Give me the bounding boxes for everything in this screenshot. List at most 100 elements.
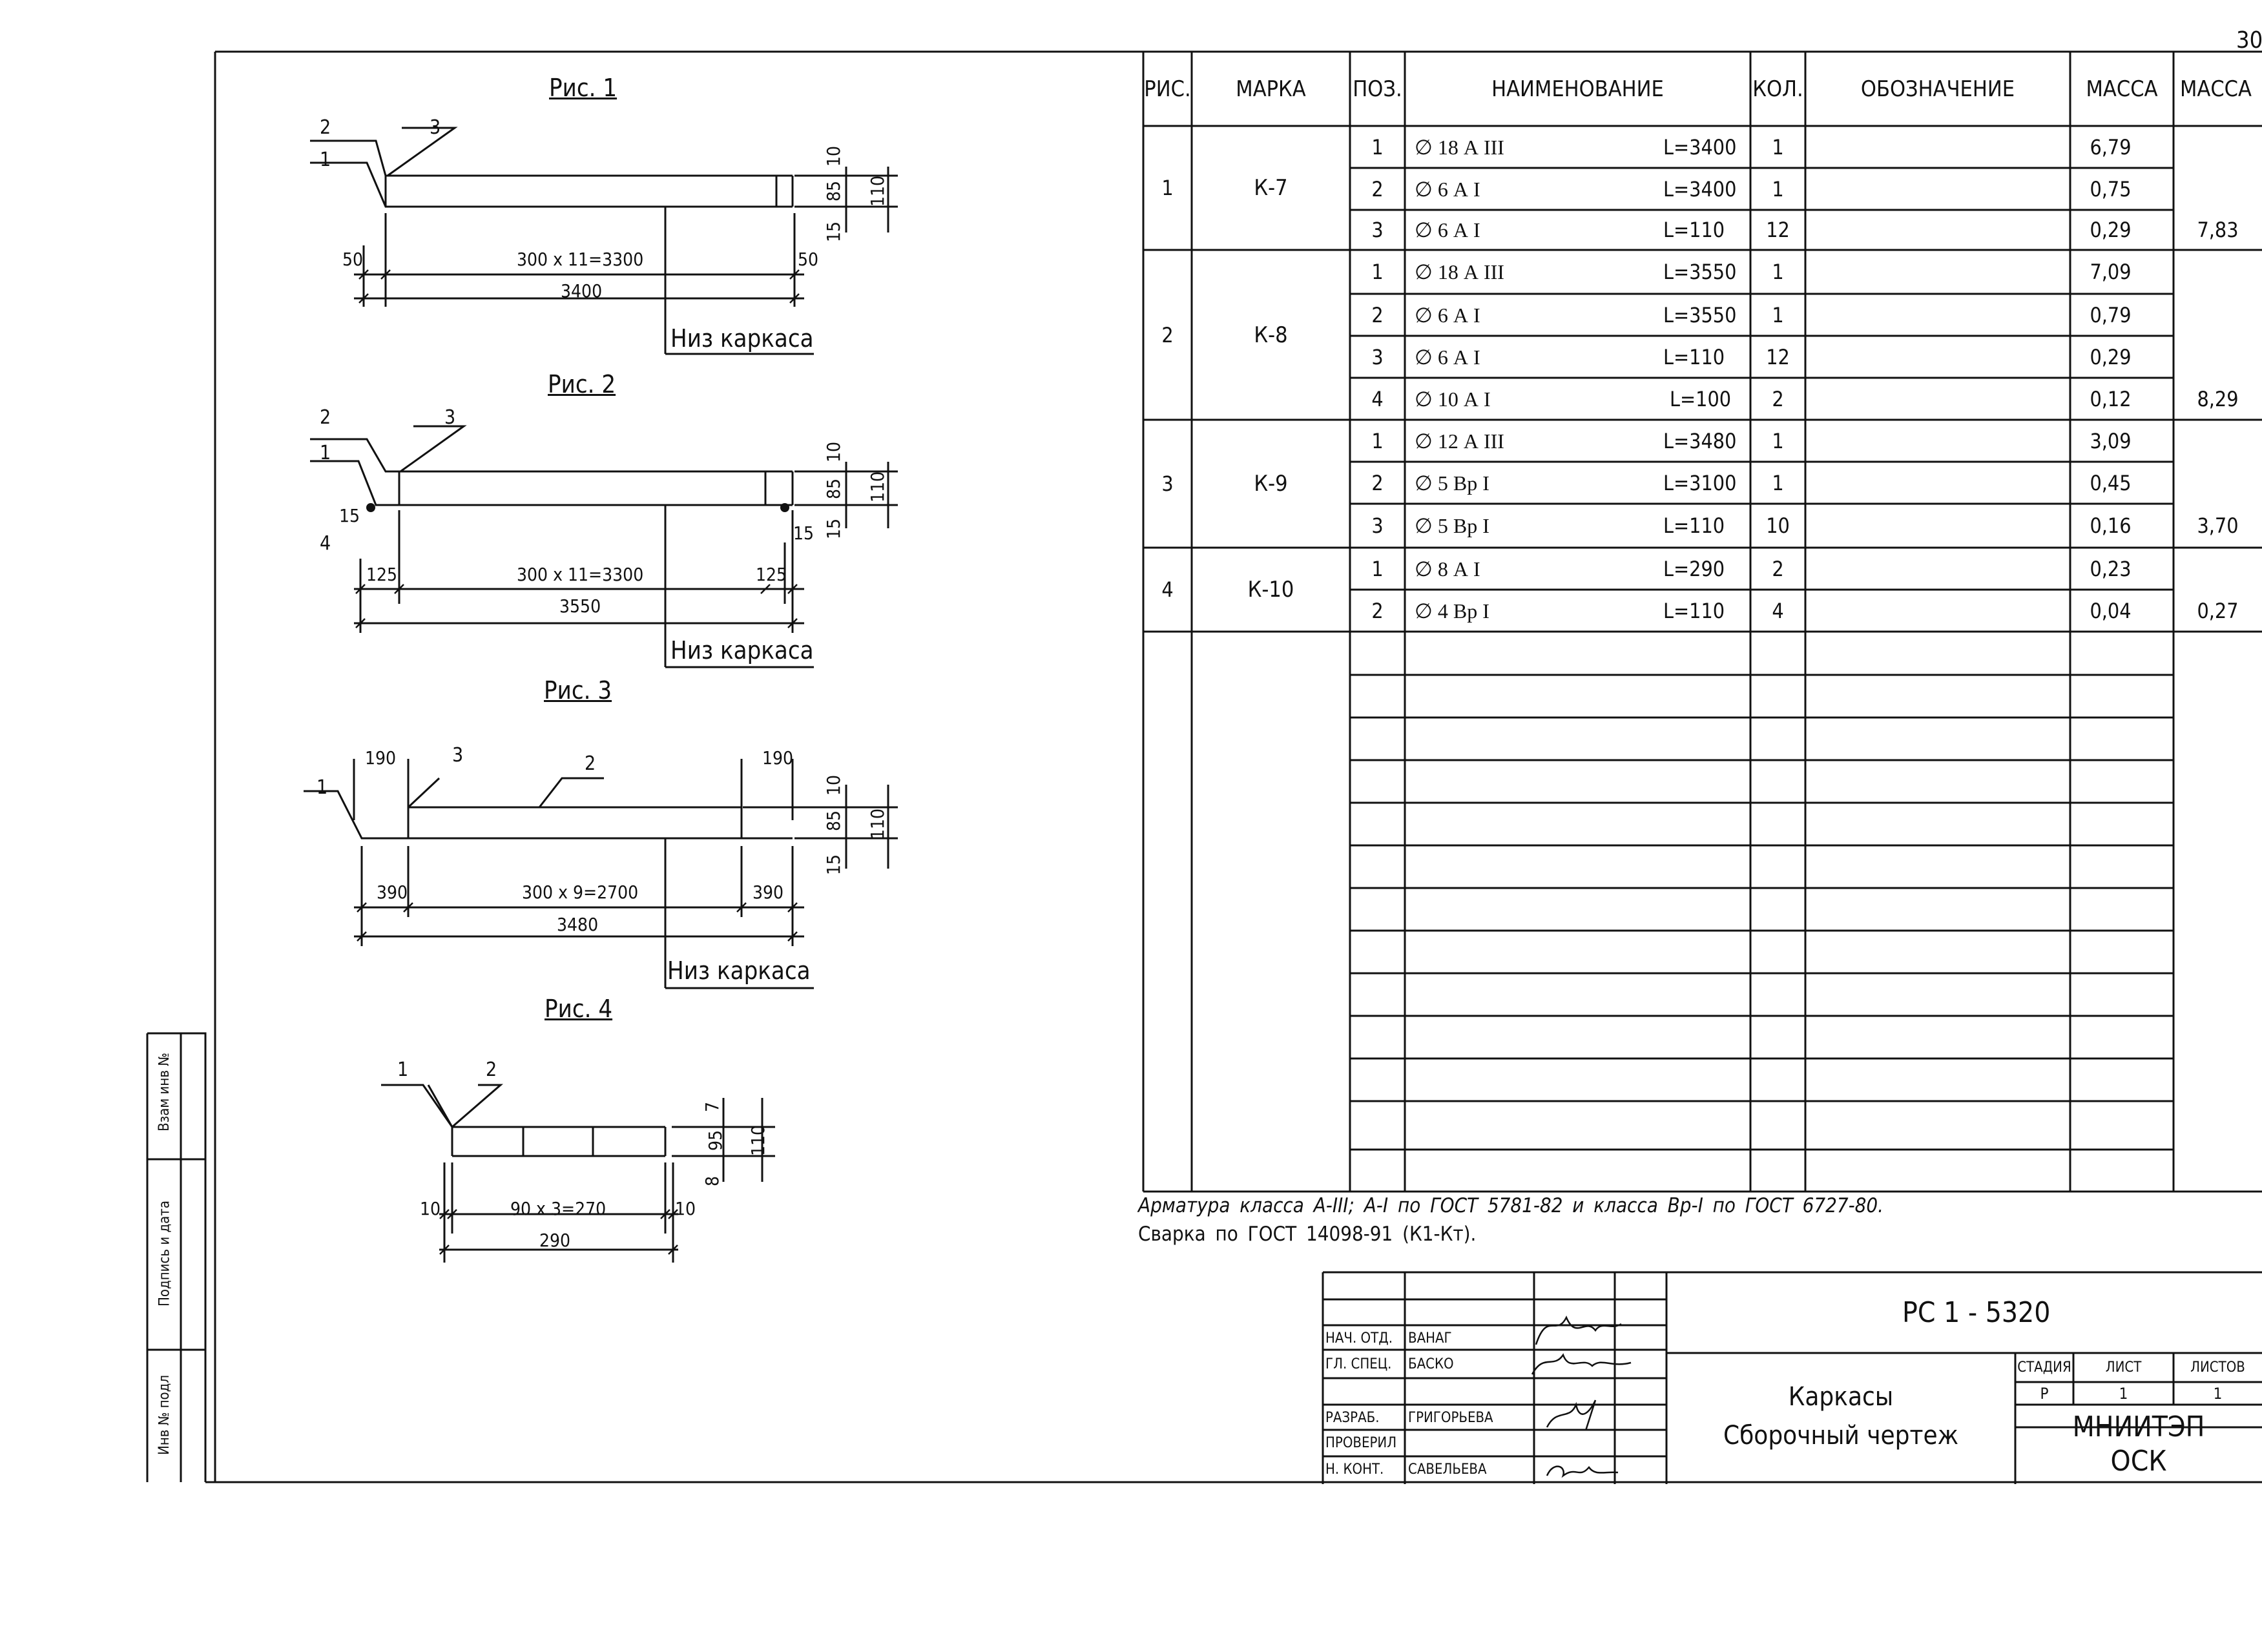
tb-role-3: РАЗРАБ. bbox=[1325, 1410, 1380, 1426]
tb-name-0: ВАНАГ bbox=[1408, 1330, 1452, 1347]
fig3-pos-b: 3 bbox=[452, 744, 464, 767]
tb-name-1: БАСКО bbox=[1408, 1356, 1454, 1372]
fig2-pos-a: 2 bbox=[320, 406, 331, 429]
fig1-pos-c: 3 bbox=[430, 116, 441, 139]
fig2-title: Рис. 2 bbox=[548, 370, 616, 398]
tb-role-4: ПРОВЕРИЛ bbox=[1325, 1435, 1397, 1451]
organization-line1: МНИИТЭП bbox=[2072, 1410, 2205, 1443]
table-row-name: ∅ 12 А III bbox=[1415, 429, 1504, 453]
fig2-pos-b: 1 bbox=[320, 442, 331, 464]
stage-value: Р bbox=[2040, 1384, 2049, 1403]
table-row-pos: 1 bbox=[1371, 260, 1384, 284]
group2-total: 8,29 bbox=[2197, 386, 2239, 411]
table-row-pos: 2 bbox=[1371, 176, 1384, 201]
tb-name-3: ГРИГОРЬЕВА bbox=[1408, 1410, 1493, 1426]
fig1-left-off: 50 bbox=[342, 249, 364, 270]
table-row-qty: 2 bbox=[1772, 556, 1784, 581]
table-row-mass: 0,04 bbox=[2090, 598, 2132, 623]
fig3-top-right: 190 bbox=[762, 747, 794, 769]
fig1-span: 300 x 11=3300 bbox=[517, 249, 644, 270]
note-welding: Сварка по ГОСТ 14098-91 (К1-Кт). bbox=[1138, 1223, 1477, 1246]
table-row-qty: 2 bbox=[1772, 386, 1784, 411]
group2-mark: К-8 bbox=[1254, 322, 1288, 348]
drawing-title-line1: Каркасы bbox=[1788, 1382, 1894, 1412]
table-row-mass: 0,23 bbox=[2090, 556, 2132, 581]
table-row-pos: 2 bbox=[1371, 470, 1384, 495]
fig2-end-right: 15 bbox=[793, 522, 815, 544]
group4-fig: 4 bbox=[1161, 577, 1174, 602]
sheets-label: ЛИСТОВ bbox=[2190, 1359, 2245, 1376]
table-row-mass: 3,09 bbox=[2090, 428, 2132, 453]
fig2-right-off: 125 bbox=[756, 564, 787, 585]
fig3-pos-a: 1 bbox=[316, 776, 328, 799]
sheets-value: 1 bbox=[2213, 1384, 2223, 1403]
table-row-mass: 6,79 bbox=[2090, 134, 2132, 160]
tb-role-5: Н. КОНТ. bbox=[1325, 1461, 1384, 1478]
fig4-right-off: 10 bbox=[675, 1198, 696, 1219]
fig1-pos-a: 2 bbox=[320, 116, 331, 139]
table-row-length: L=110 bbox=[1663, 218, 1725, 242]
spec-header-fig: РИС. bbox=[1144, 76, 1191, 102]
table-row-length: L=3550 bbox=[1663, 302, 1737, 327]
fig2-span: 300 x 11=3300 bbox=[517, 564, 644, 585]
fig2-end-left: 15 bbox=[339, 505, 360, 526]
table-row-pos: 4 bbox=[1371, 386, 1384, 411]
group1-mark: К-7 bbox=[1254, 175, 1288, 201]
table-row-length: L=3400 bbox=[1663, 176, 1737, 201]
tb-name-5: САВЕЛЬЕВА bbox=[1408, 1461, 1487, 1478]
table-row-mass: 0,79 bbox=[2090, 302, 2132, 327]
table-row-mass: 0,29 bbox=[2090, 218, 2132, 242]
table-row-length: L=3480 bbox=[1663, 428, 1737, 453]
table-row-qty: 10 bbox=[1766, 513, 1790, 538]
sheet-value: 1 bbox=[2119, 1384, 2128, 1403]
fig3-pos-c: 2 bbox=[585, 752, 596, 775]
fig3-length: 3480 bbox=[557, 914, 599, 935]
table-row-length: L=110 bbox=[1663, 513, 1725, 538]
table-row-name: ∅ 6 А I bbox=[1415, 345, 1480, 369]
table-row-qty: 1 bbox=[1772, 428, 1784, 453]
signature-vanag bbox=[1535, 1316, 1622, 1345]
table-row-length: L=110 bbox=[1663, 344, 1725, 369]
fig2-pos-d: 4 bbox=[320, 532, 331, 555]
table-row-qty: 4 bbox=[1772, 598, 1784, 623]
table-row-mass: 0,29 bbox=[2090, 344, 2132, 369]
table-row-mass: 0,45 bbox=[2090, 470, 2132, 495]
page-number: 30 bbox=[2236, 27, 2262, 54]
fig1-length: 3400 bbox=[561, 280, 603, 302]
fig2-bottom-label: Низ каркаса bbox=[670, 636, 814, 665]
fig2-pos-c: 3 bbox=[444, 406, 456, 429]
fig4-span: 90 x 3=270 bbox=[510, 1198, 607, 1219]
table-row-pos: 3 bbox=[1371, 344, 1384, 369]
fig3-top-left: 190 bbox=[365, 747, 397, 769]
fig3-span: 300 x 9=2700 bbox=[522, 882, 639, 903]
organization-line2: ОСК bbox=[2110, 1445, 2167, 1478]
fig2-left-off: 125 bbox=[366, 564, 398, 585]
group3-mark: К-9 bbox=[1254, 471, 1288, 497]
group1-fig: 1 bbox=[1161, 176, 1174, 200]
table-row-length: L=110 bbox=[1663, 598, 1725, 623]
table-row-qty: 1 bbox=[1772, 302, 1784, 327]
stage-label: СТАДИЯ bbox=[2017, 1359, 2071, 1376]
drawing-title-line2: Сборочный чертеж bbox=[1723, 1421, 1959, 1451]
table-row-pos: 1 bbox=[1371, 428, 1384, 453]
table-row-length: L=3400 bbox=[1663, 134, 1737, 160]
table-row-mass: 7,09 bbox=[2090, 260, 2132, 284]
table-row-length: L=3550 bbox=[1663, 260, 1737, 284]
spec-header-mass-total: МАССА bbox=[2180, 76, 2252, 102]
table-row-pos: 2 bbox=[1371, 598, 1384, 623]
fig4-pos-a: 1 bbox=[397, 1058, 409, 1081]
table-row-pos: 2 bbox=[1371, 302, 1384, 327]
table-row-mass: 0,12 bbox=[2090, 386, 2132, 411]
table-row-name: ∅ 5 Вр I bbox=[1415, 514, 1489, 537]
fig4-pos-b: 2 bbox=[486, 1058, 497, 1081]
fig1-bottom-label: Низ каркаса bbox=[670, 324, 814, 353]
group3-fig: 3 bbox=[1161, 471, 1174, 496]
table-row-qty: 12 bbox=[1766, 344, 1790, 369]
table-row-name: ∅ 5 Вр I bbox=[1415, 471, 1489, 495]
table-row-name: ∅ 6 А I bbox=[1415, 303, 1480, 327]
table-row-length: L=3100 bbox=[1663, 470, 1737, 495]
table-row-name: ∅ 10 А I bbox=[1415, 387, 1491, 411]
table-row-name: ∅ 6 А I bbox=[1415, 218, 1480, 242]
table-row-qty: 1 bbox=[1772, 260, 1784, 284]
